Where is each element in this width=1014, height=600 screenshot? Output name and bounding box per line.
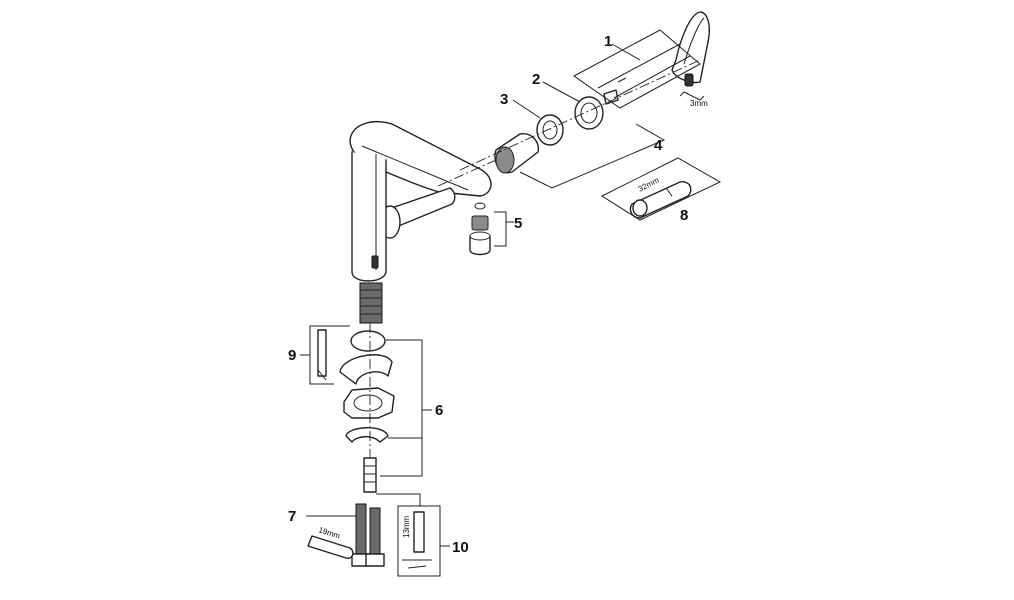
tool-9-bracket <box>300 325 350 385</box>
callout-3-leader <box>512 99 541 119</box>
cartridge-wrench <box>600 157 722 221</box>
callout-2-leader <box>542 81 581 103</box>
callout-5: 5 <box>514 215 522 232</box>
callout-8: 8 <box>680 207 688 224</box>
callout-10: 10 <box>452 539 469 556</box>
tool-10-socket <box>397 505 450 577</box>
callout-1: 1 <box>604 33 612 50</box>
callout-4: 4 <box>654 137 663 154</box>
callout-3: 3 <box>500 91 508 108</box>
cartridge-wrench-size-label: 32mm <box>637 175 661 194</box>
callout-6: 6 <box>435 402 443 419</box>
supply-hoses <box>306 493 421 567</box>
callout-9: 9 <box>288 347 296 364</box>
mounting-set <box>339 323 432 493</box>
callout-1-bracket <box>573 29 701 109</box>
callout-2: 2 <box>532 71 540 88</box>
callout-4-bracket <box>519 123 666 189</box>
hex-key-size-label: 3mm <box>690 99 708 108</box>
cartridge-assembly <box>437 11 710 187</box>
socket-size-label: 13mm <box>402 515 411 538</box>
aerator-parts <box>469 202 514 256</box>
faucet-body <box>349 121 492 324</box>
callout-7: 7 <box>288 508 296 525</box>
